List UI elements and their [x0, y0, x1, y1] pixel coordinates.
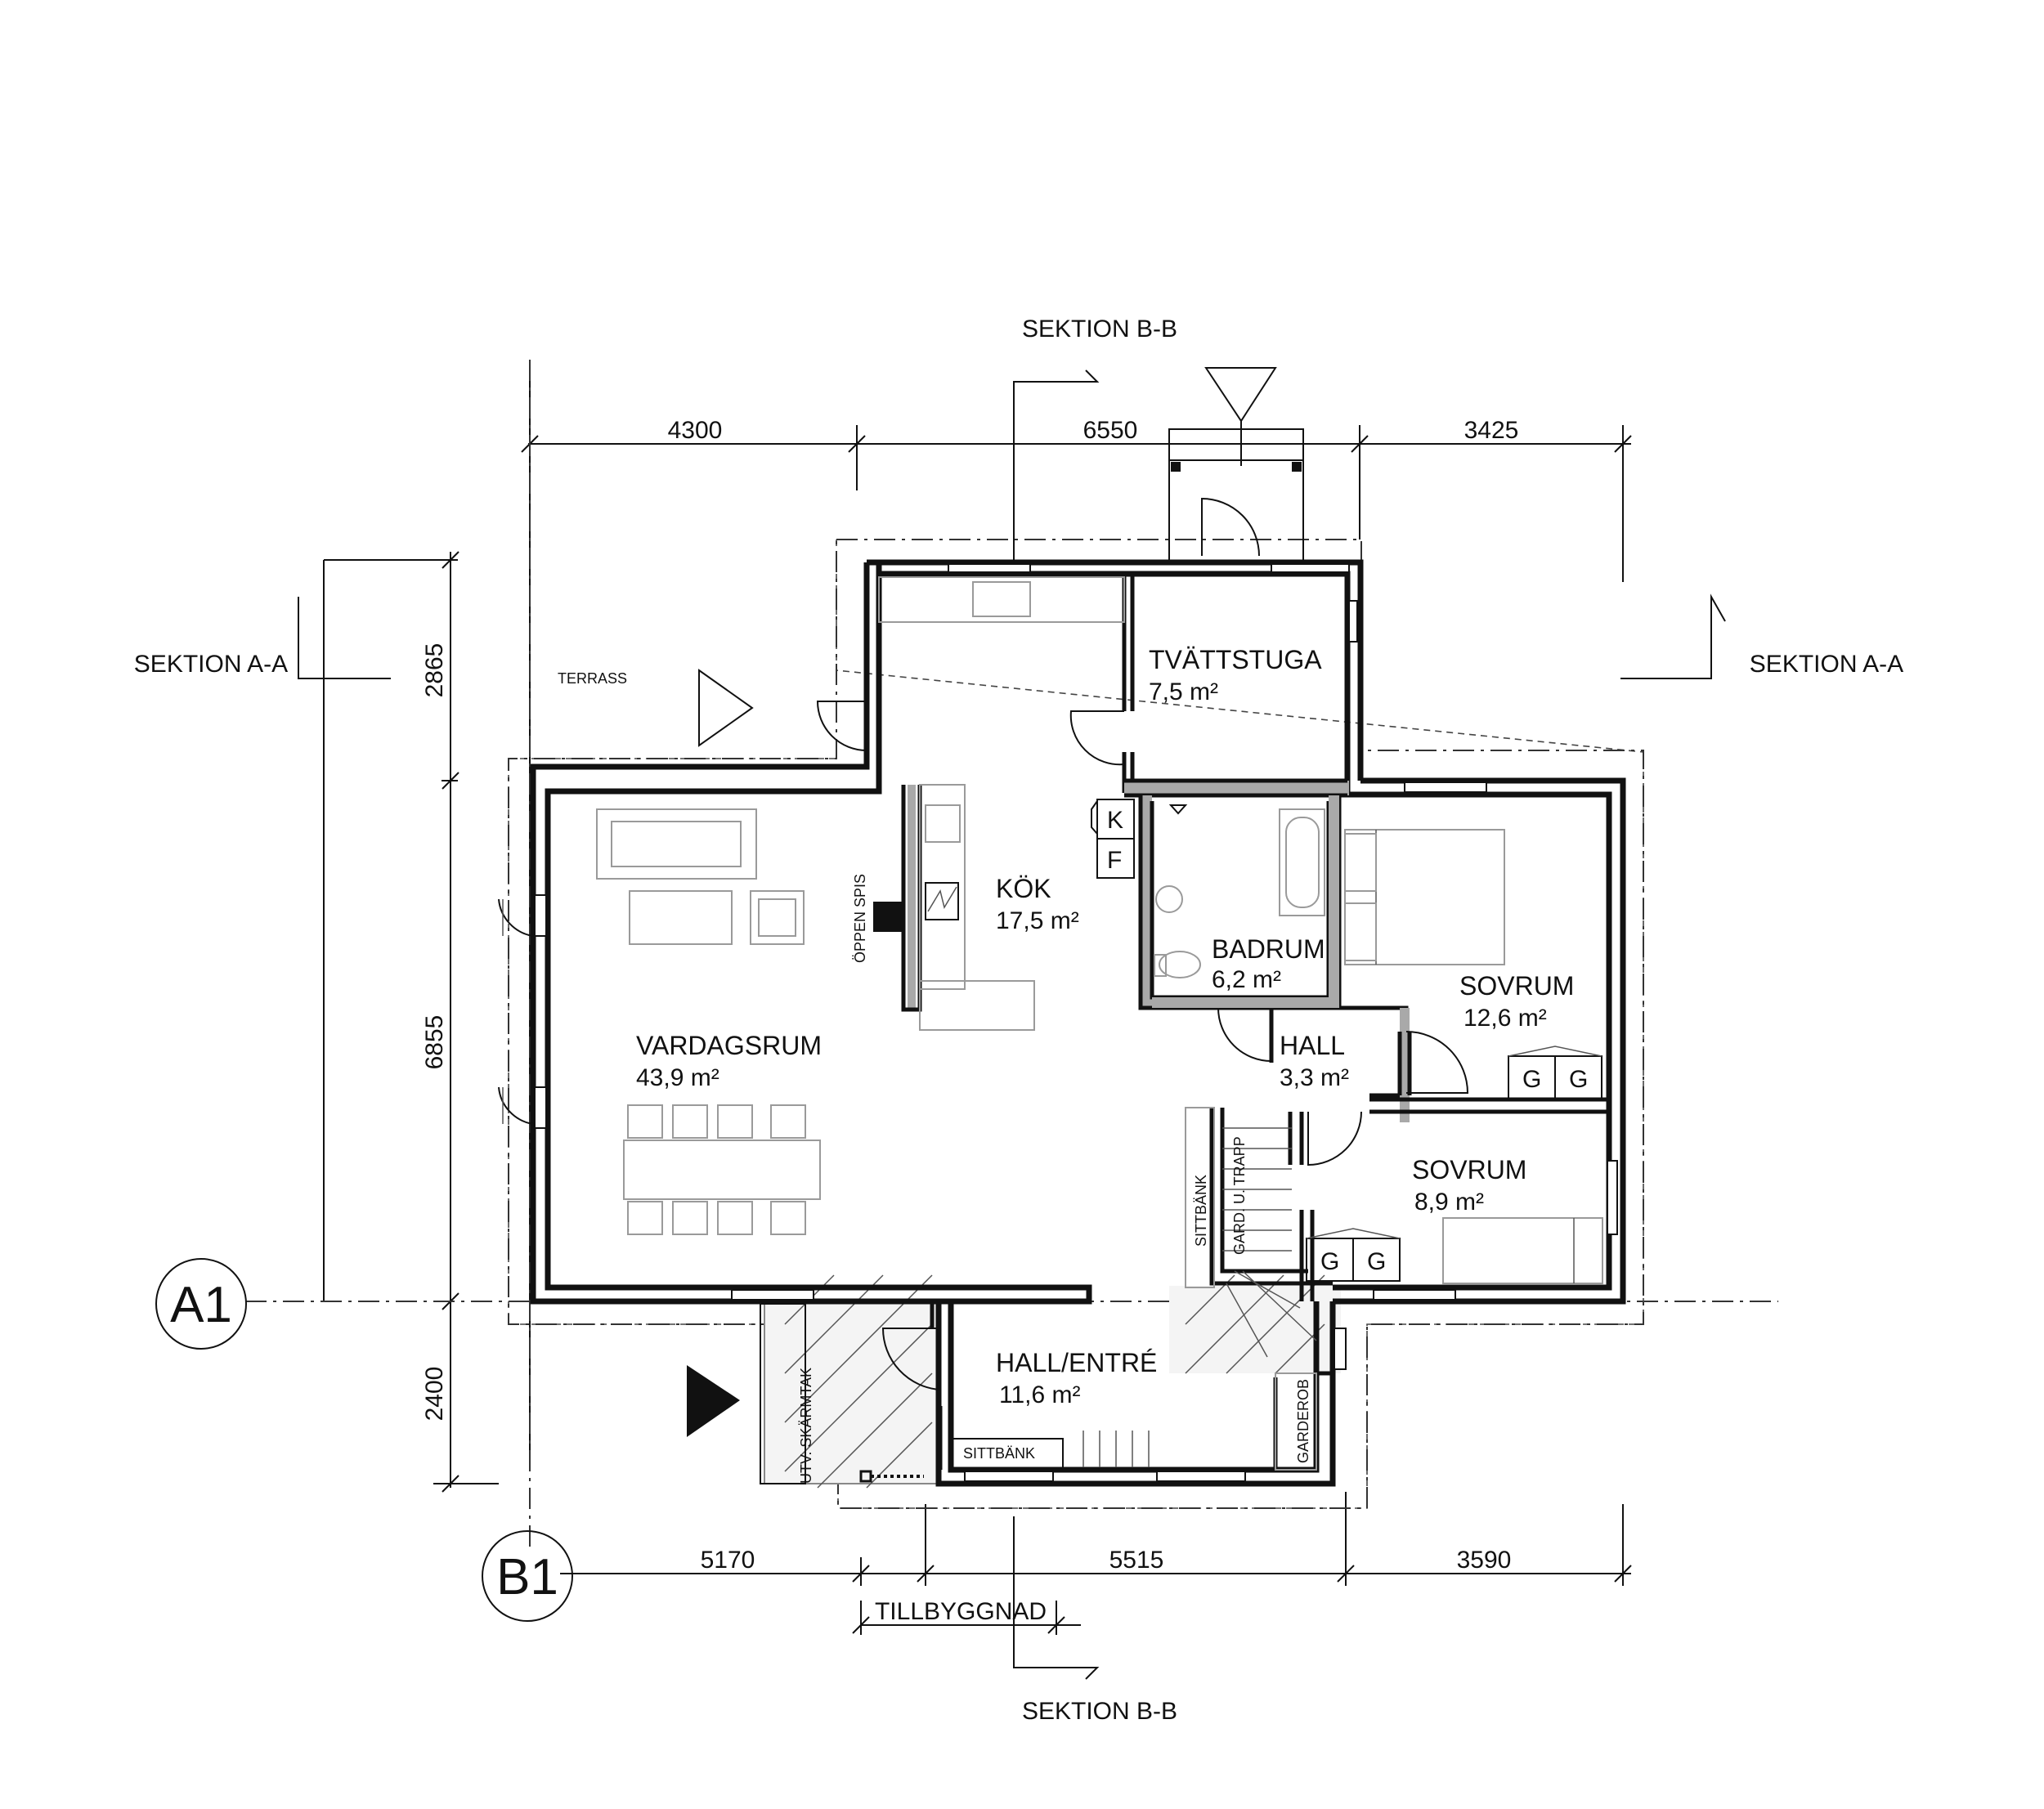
- room-name-hall: HALL: [1280, 1031, 1345, 1060]
- section-a-right: SEKTION A-A: [1750, 651, 1903, 678]
- wardrobe-mark-3: G: [1320, 1248, 1339, 1275]
- stair-storage-label: GARD. U. TRAPP: [1231, 1136, 1248, 1255]
- room-area-entre: 11,6 m²: [999, 1381, 1080, 1408]
- dim-bottom-3: 3590: [1457, 1547, 1512, 1574]
- room-name-badrum: BADRUM: [1212, 934, 1325, 964]
- furniture: [596, 576, 1603, 1484]
- dim-bottom-2: 5515: [1109, 1547, 1164, 1574]
- room-name-vardagsrum: VARDAGSRUM: [636, 1031, 822, 1060]
- windows: [534, 563, 1618, 1482]
- freezer-label: F: [1107, 847, 1122, 874]
- wardrobe-mark-4: G: [1367, 1248, 1386, 1275]
- dim-left-1: 2865: [421, 643, 448, 698]
- stair-bench-label: SITTBÄNK: [1193, 1175, 1209, 1247]
- porch: [1168, 367, 1304, 563]
- grid-label-b1: B1: [496, 1549, 558, 1605]
- interior-walls: [901, 574, 1609, 1470]
- dim-extension: TILLBYGGNAD: [875, 1598, 1047, 1625]
- room-name-tvattstuga: TVÄTTSTUGA: [1149, 645, 1322, 674]
- room-area-sovrum-1: 12,6 m²: [1464, 1005, 1547, 1032]
- room-area-hall: 3,3 m²: [1280, 1064, 1349, 1091]
- entrance-hatch: [764, 1274, 1341, 1489]
- dim-left-3: 2400: [421, 1367, 448, 1422]
- dim-top-1: 4300: [668, 417, 723, 444]
- section-markers: [298, 369, 1726, 1680]
- room-name-sovrum-1: SOVRUM: [1459, 971, 1574, 1001]
- room-area-vardagsrum: 43,9 m²: [636, 1064, 719, 1091]
- dim-top-2: 6550: [1083, 417, 1138, 444]
- room-area-sovrum-2: 8,9 m²: [1414, 1189, 1484, 1216]
- canopy-label: UTV. SKÄRMTAK: [798, 1368, 814, 1484]
- room-name-sovrum-2: SOVRUM: [1412, 1155, 1526, 1184]
- room-area-tvattstuga: 7,5 m²: [1149, 678, 1218, 705]
- section-a-left: SEKTION A-A: [134, 651, 288, 678]
- terrace-label: TERRASS: [558, 670, 627, 687]
- grid-marker-a1: [155, 1258, 247, 1350]
- entrance-bench-label: SITTBÄNK: [963, 1445, 1035, 1462]
- section-b-bottom: SEKTION B-B: [1022, 1698, 1177, 1725]
- doors: [498, 497, 1469, 1390]
- wardrobe-mark-1: G: [1522, 1066, 1541, 1093]
- fireplace-label: ÖPPEN SPIS: [852, 874, 868, 963]
- outer-walls: [530, 559, 1626, 1487]
- wardrobe-mark-2: G: [1569, 1066, 1588, 1093]
- room-name-kok: KÖK: [996, 874, 1051, 903]
- grid-label-a1: A1: [170, 1277, 232, 1333]
- room-name-entre: HALL/ENTRÉ: [996, 1348, 1157, 1377]
- grid-marker-b1: [482, 1530, 573, 1622]
- room-area-kok: 17,5 m²: [996, 907, 1079, 934]
- fridge-label: K: [1107, 807, 1123, 834]
- dim-left-2: 6855: [421, 1015, 448, 1070]
- room-area-badrum: 6,2 m²: [1212, 966, 1281, 993]
- wardrobe-label-entrance: GARDEROB: [1295, 1379, 1311, 1463]
- section-b-top: SEKTION B-B: [1022, 316, 1177, 343]
- dim-top-3: 3425: [1464, 417, 1519, 444]
- dim-bottom-1: 5170: [701, 1547, 755, 1574]
